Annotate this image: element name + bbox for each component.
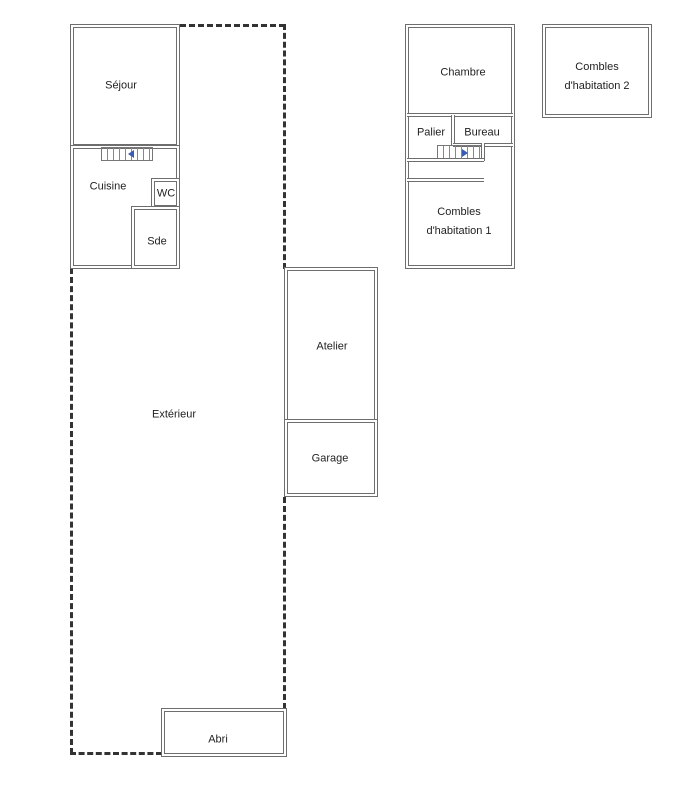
room-garage: [284, 419, 378, 497]
exterior-boundary-top: [180, 24, 285, 27]
room-label-cuisine: Cuisine: [89, 180, 127, 193]
exterior-boundary-bottom: [70, 752, 162, 755]
room-abri: [161, 708, 287, 757]
wall-palier-bottom: [407, 158, 484, 162]
room-label-combles-2: Combles d'habitation 2: [564, 60, 629, 94]
room-label-abri: Abri: [208, 733, 228, 746]
room-label-garage: Garage: [311, 452, 349, 465]
wall-chambre-bottom: [407, 113, 513, 117]
room-sde: [131, 206, 180, 269]
room-label-combles-2-line1: Combles: [575, 61, 619, 73]
wall-stair-right: [481, 143, 485, 161]
stair-arrow-icon: [128, 150, 134, 158]
room-label-combles-1-line2: d'habitation 1: [426, 225, 492, 237]
room-combles-2: [542, 24, 652, 118]
wall-palier-bureau: [451, 115, 455, 145]
room-label-exterieur: Extérieur: [151, 408, 197, 421]
room-label-combles-1-line1: Combles: [437, 206, 481, 218]
room-label-chambre: Chambre: [440, 66, 486, 79]
exterior-boundary-right-lower: [283, 497, 286, 709]
stair-arrow-icon-upper: [462, 149, 468, 157]
room-sejour: [70, 24, 180, 148]
room-label-combles-2-line2: d'habitation 2: [564, 80, 630, 92]
room-label-palier: Palier: [416, 126, 446, 139]
stairs-ground-floor: [101, 147, 153, 161]
exterior-boundary-right: [283, 24, 286, 269]
room-label-combles-1: Combles d'habitation 1: [426, 205, 491, 239]
wall-combles-partition: [407, 178, 484, 182]
room-label-sde: Sde: [147, 235, 167, 248]
room-label-wc: WC: [156, 187, 176, 200]
exterior-boundary-left: [70, 268, 73, 754]
room-label-atelier: Atelier: [316, 340, 348, 353]
room-label-bureau: Bureau: [464, 126, 500, 139]
room-label-sejour: Séjour: [105, 79, 137, 92]
